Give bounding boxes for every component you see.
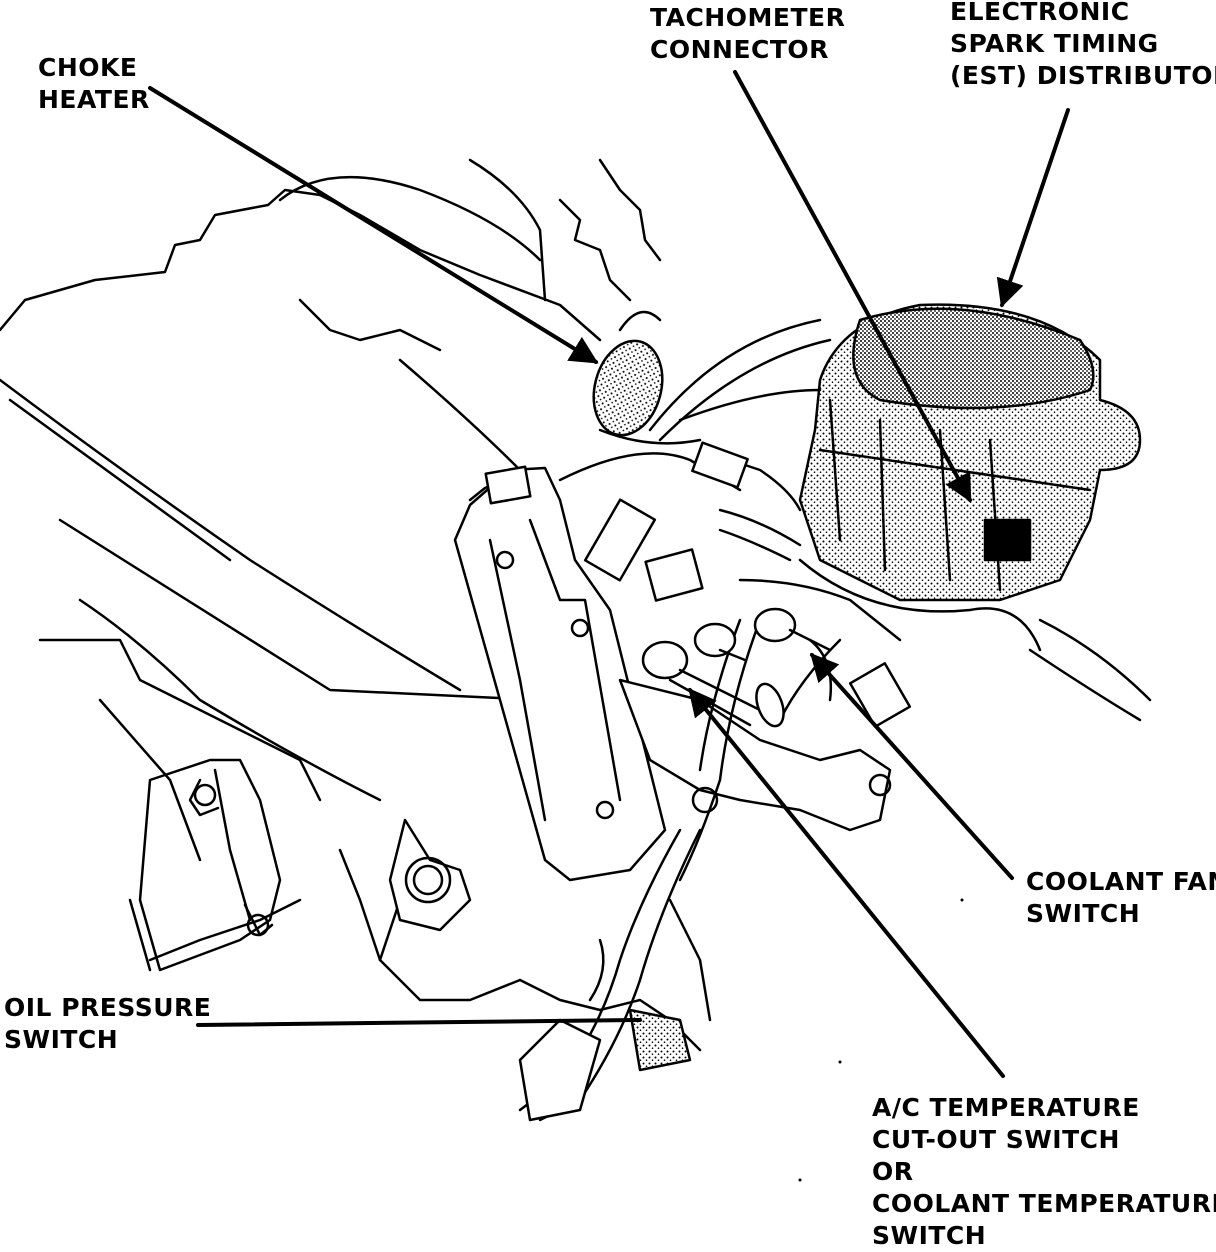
leader-lines bbox=[148, 70, 1070, 1078]
leader-ac-temp-switch bbox=[688, 687, 1005, 1078]
est-distributor-label-line-3: (EST) DISTRIBUTOR bbox=[950, 61, 1216, 90]
choke-heater-label-line-2: HEATER bbox=[38, 85, 150, 114]
coolant-fan-switch-label-line-2: SWITCH bbox=[1026, 899, 1141, 928]
est-distributor-label-line-1: ELECTRONIC bbox=[950, 0, 1130, 26]
oil-pressure-switch-label-line-1: OIL PRESSURE bbox=[4, 993, 212, 1022]
ac-temperature-switch-label: A/C TEMPERATURE CUT-OUT SWITCH OR COOLAN… bbox=[872, 1092, 1216, 1252]
wiring-harness bbox=[518, 318, 902, 1122]
tachometer-connector-label-line-1: TACHOMETER bbox=[650, 3, 846, 32]
leader-coolant-fan-switch bbox=[810, 652, 1014, 880]
leader-oil-pressure-switch bbox=[196, 1018, 642, 1027]
coolant-fan-switch-label-line-1: COOLANT FAN bbox=[1026, 867, 1216, 896]
ac-temperature-switch-label-line-1: A/C TEMPERATURE bbox=[872, 1093, 1140, 1122]
leader-est-distributor bbox=[996, 108, 1070, 308]
tachometer-connector-label: TACHOMETER CONNECTOR bbox=[650, 2, 845, 66]
ac-temperature-switch-label-line-4: COOLANT TEMPERATURE bbox=[872, 1189, 1216, 1218]
ac-temperature-switch-label-line-2: CUT-OUT SWITCH bbox=[872, 1125, 1120, 1154]
leader-choke-heater bbox=[148, 86, 599, 364]
ac-temp-switch-part bbox=[693, 622, 747, 662]
ac-temperature-switch-label-line-5: SWITCH bbox=[872, 1221, 987, 1250]
choke-heater-part bbox=[592, 310, 702, 445]
est-distributor-label-line-2: SPARK TIMING bbox=[950, 29, 1159, 58]
ac-temperature-switch-label-line-3: OR bbox=[872, 1157, 914, 1186]
engine-block bbox=[0, 158, 712, 1052]
exhaust-manifold bbox=[138, 758, 282, 972]
oil-pressure-switch-label-line-2: SWITCH bbox=[4, 1025, 119, 1054]
coolant-fan-switch-part bbox=[753, 607, 832, 702]
coolant-fan-switch-label: COOLANT FAN SWITCH bbox=[1026, 866, 1216, 930]
oil-pressure-switch-part bbox=[641, 640, 785, 728]
connectors bbox=[484, 441, 912, 728]
scan-specks bbox=[798, 898, 964, 1182]
tachometer-connector-label-line-2: CONNECTOR bbox=[650, 35, 829, 64]
est-distributor-label: ELECTRONIC SPARK TIMING (EST) DISTRIBUTO… bbox=[950, 0, 1216, 92]
choke-heater-label: CHOKE HEATER bbox=[38, 52, 150, 116]
thermostat-housing bbox=[388, 678, 892, 932]
leader-tachometer-connector bbox=[733, 70, 972, 503]
choke-heater-label-line-1: CHOKE bbox=[38, 53, 138, 82]
oil-pressure-switch-label: OIL PRESSURE SWITCH bbox=[4, 992, 211, 1056]
distributor-part bbox=[798, 303, 1152, 722]
